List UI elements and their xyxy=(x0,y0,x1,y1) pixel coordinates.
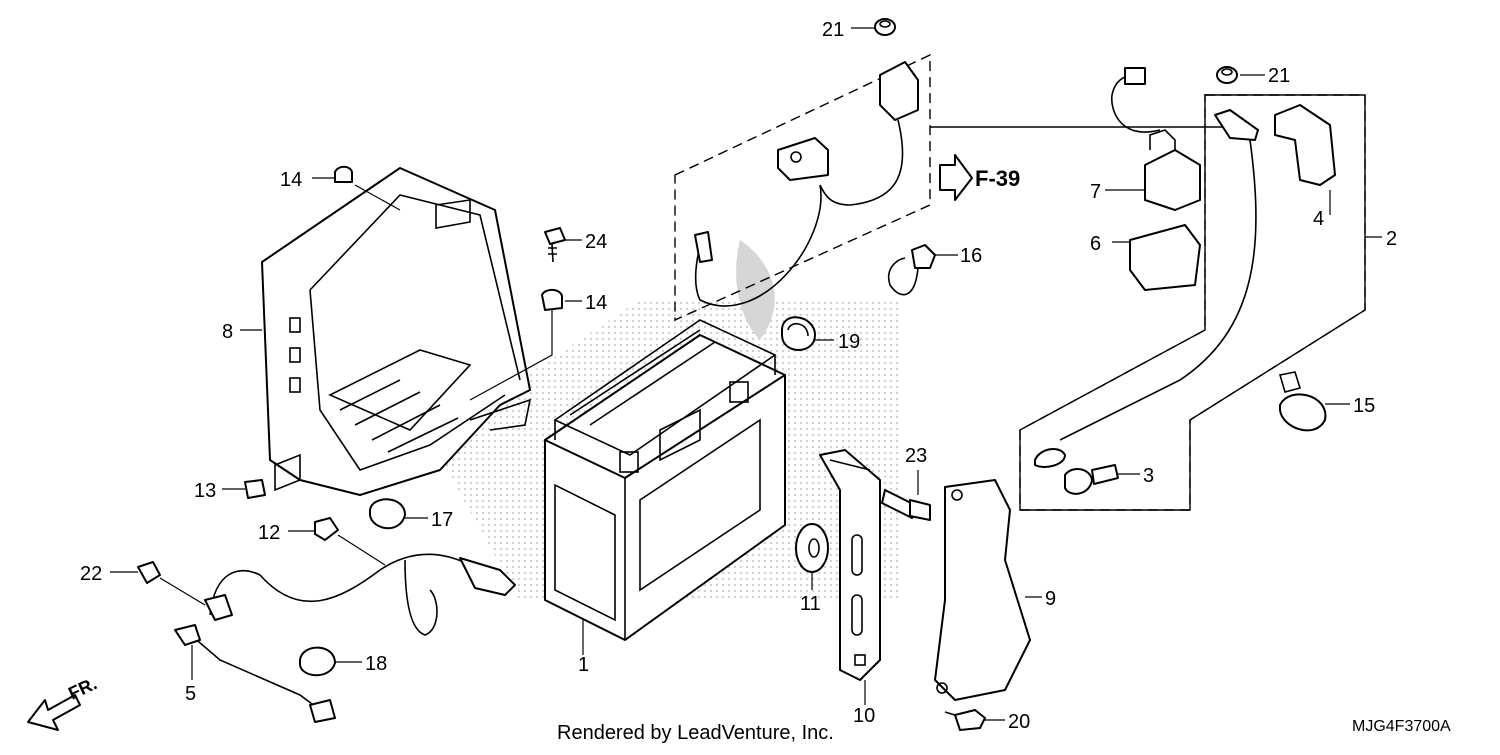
callout-22: 22 xyxy=(80,563,102,585)
callout-1: 1 xyxy=(578,654,589,676)
callout-8: 8 xyxy=(222,321,233,343)
reference-arrow: F-39 xyxy=(939,154,1020,201)
grommet-part-14a xyxy=(334,165,353,183)
battery-part xyxy=(544,319,786,641)
callout-10: 10 xyxy=(853,705,875,727)
callout-16: 16 xyxy=(960,245,982,267)
callout-23: 23 xyxy=(905,445,927,467)
nut-part-13 xyxy=(244,479,266,499)
bracket-part-10 xyxy=(819,449,881,681)
callout-17: 17 xyxy=(431,509,453,531)
bolt-part-3 xyxy=(1064,464,1119,495)
callout-labels: 21 21 4 2 7 6 14 24 14 8 16 19 15 3 23 1… xyxy=(80,19,1397,733)
bolt-part-23 xyxy=(881,489,931,521)
dashed-group-cable xyxy=(674,53,931,322)
callout-24: 24 xyxy=(585,231,607,253)
callout-7: 7 xyxy=(1090,181,1101,203)
callout-15: 15 xyxy=(1353,395,1375,417)
plate-part-9 xyxy=(934,479,1031,701)
clip-part-16 xyxy=(887,244,936,296)
cable-part-2 xyxy=(1034,109,1259,468)
bolt-part-22 xyxy=(137,561,161,584)
relay-cover-part xyxy=(1129,224,1201,291)
battery-box-part xyxy=(261,167,532,496)
callout-4: 4 xyxy=(1313,208,1324,230)
callout-14-left: 14 xyxy=(280,169,302,191)
clamp-part-17 xyxy=(369,498,406,530)
callout-14-right: 14 xyxy=(585,292,607,314)
reference-label: F-39 xyxy=(975,166,1020,191)
clamp-part-19 xyxy=(781,316,816,351)
starter-relay-part xyxy=(1110,67,1201,211)
negative-cable-part xyxy=(174,553,516,723)
nut-part-21b xyxy=(1216,66,1238,84)
leader-lines xyxy=(110,27,1382,721)
callout-18: 18 xyxy=(365,653,387,675)
nut-part-21a xyxy=(874,18,896,36)
bolt-part-20 xyxy=(944,709,986,731)
footer-credit: Rendered by LeadVenture, Inc. xyxy=(557,722,834,744)
front-direction-arrow: FR. xyxy=(27,673,100,731)
grommet-part-14b xyxy=(541,288,563,311)
callout-19: 19 xyxy=(838,331,860,353)
solid-group-2 xyxy=(930,94,1366,511)
positive-cable-part xyxy=(694,61,919,307)
clamp-part-18 xyxy=(299,646,336,677)
bolt-part-24 xyxy=(544,227,566,263)
callout-21-top: 21 xyxy=(822,19,844,41)
callout-2: 2 xyxy=(1386,228,1397,250)
bolt-part-12 xyxy=(314,517,339,541)
diagram-code: MJG4F3700A xyxy=(1352,718,1451,735)
callout-5: 5 xyxy=(185,683,196,705)
callout-13: 13 xyxy=(194,480,216,502)
callout-12: 12 xyxy=(258,522,280,544)
callout-20: 20 xyxy=(1008,711,1030,733)
clamp-part-15 xyxy=(1278,371,1327,432)
callout-6: 6 xyxy=(1090,233,1101,255)
callout-11: 11 xyxy=(800,593,821,615)
callout-3: 3 xyxy=(1143,465,1154,487)
terminal-cap-part xyxy=(1274,104,1336,186)
grommet-part-11 xyxy=(795,523,829,573)
callout-21-right: 21 xyxy=(1268,65,1290,87)
callout-9: 9 xyxy=(1045,588,1056,610)
